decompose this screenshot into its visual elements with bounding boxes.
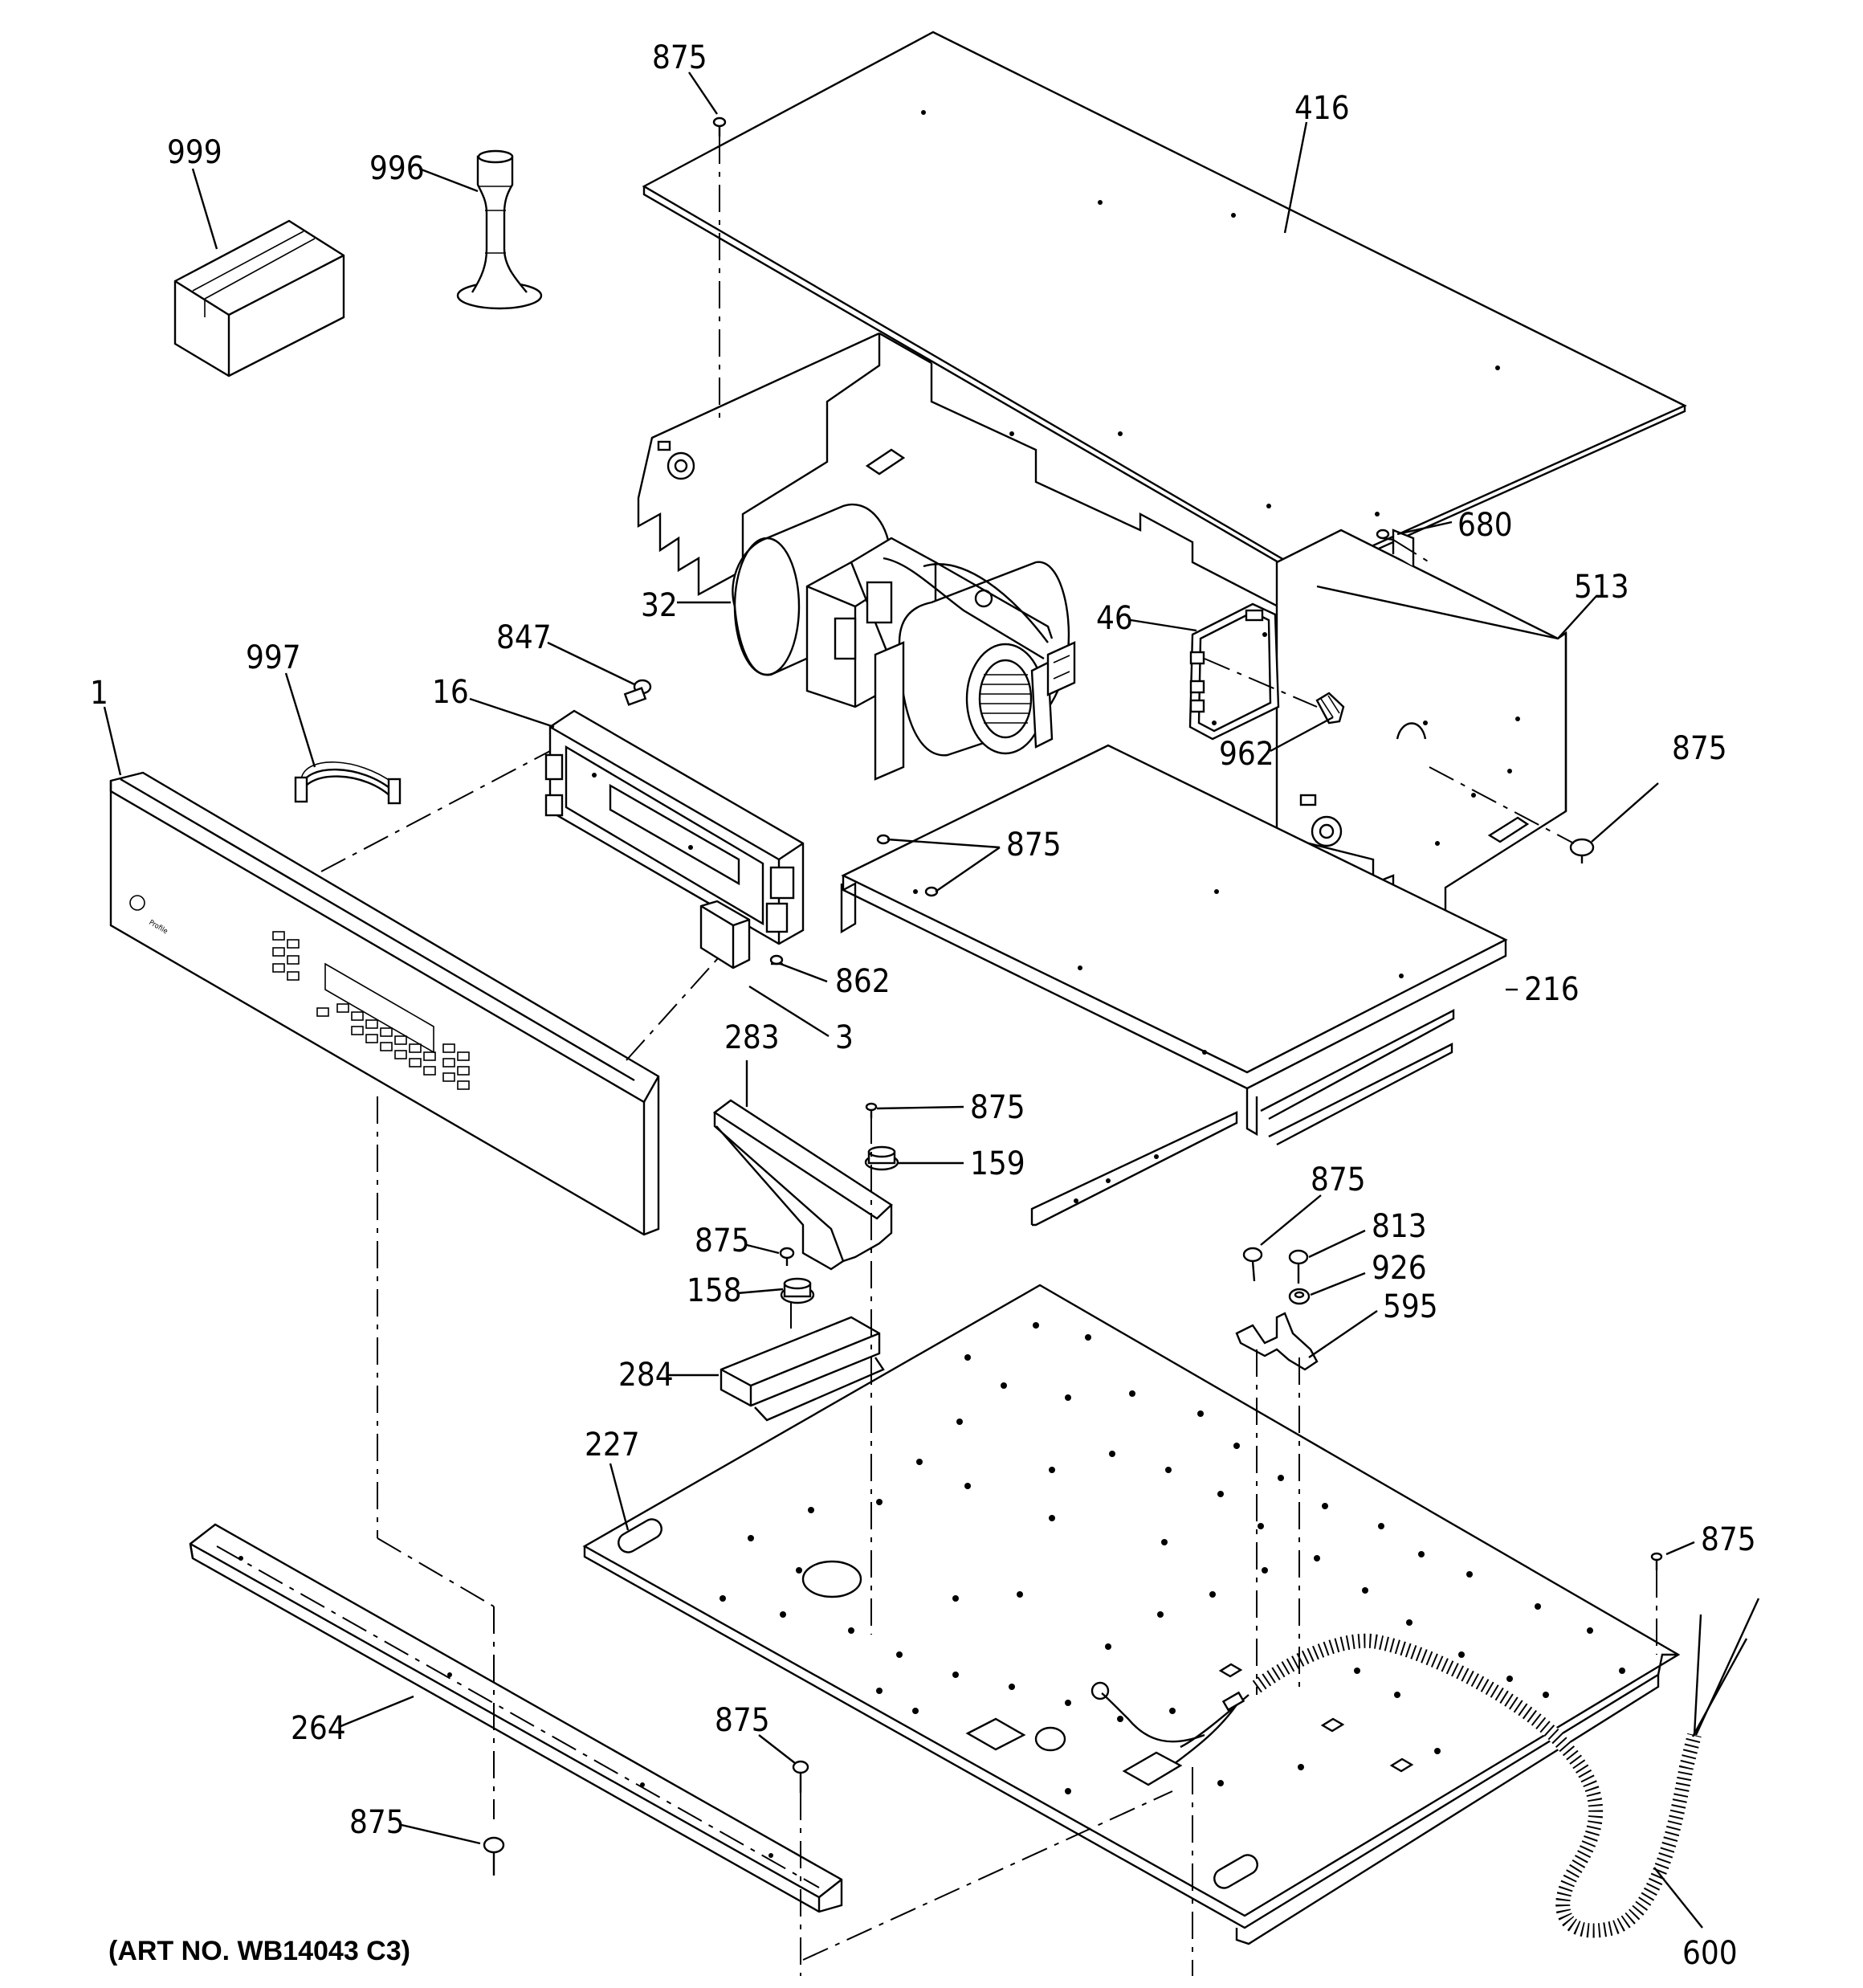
callout-875-top: 875 xyxy=(652,39,707,76)
part-926-nut xyxy=(1288,1288,1311,1305)
callout-labels: 875 416 999 996 680 513 32 46 847 997 1 … xyxy=(90,39,1756,1972)
callout-416: 416 xyxy=(1294,90,1350,127)
callout-996: 996 xyxy=(369,150,425,187)
screw-847 xyxy=(623,679,652,706)
screw-875-right xyxy=(1569,838,1595,863)
callout-813: 813 xyxy=(1372,1208,1427,1245)
leader-lines xyxy=(103,71,1703,1929)
screw-813 xyxy=(1288,1249,1309,1284)
part-3-bracket xyxy=(699,900,751,970)
part-283-shield xyxy=(712,1099,893,1271)
callout-680: 680 xyxy=(1457,507,1513,544)
callout-875-158: 875 xyxy=(695,1223,750,1259)
part-158-thermostat xyxy=(780,1277,815,1304)
callout-216: 216 xyxy=(1524,971,1580,1008)
callout-875-screw: 875 xyxy=(349,1804,405,1841)
callout-875-bottom: 875 xyxy=(715,1702,770,1739)
screw-875-158 xyxy=(779,1247,795,1266)
callout-264: 264 xyxy=(291,1710,346,1747)
callout-997: 997 xyxy=(246,639,301,676)
callout-513: 513 xyxy=(1574,569,1629,606)
callout-875-159: 875 xyxy=(970,1089,1025,1126)
part-416-top-panel xyxy=(642,31,1687,582)
part-216-tray xyxy=(840,744,1508,1227)
screw-875-159 xyxy=(865,1102,878,1118)
callout-3: 3 xyxy=(835,1019,854,1056)
screw-875-mid xyxy=(876,834,939,897)
callout-46: 46 xyxy=(1096,600,1133,637)
callout-32: 32 xyxy=(641,587,678,624)
callout-926: 926 xyxy=(1372,1250,1427,1287)
callout-16: 16 xyxy=(432,674,469,711)
part-999-carton xyxy=(173,219,345,378)
part-32-blower xyxy=(732,504,1076,781)
callout-158: 158 xyxy=(687,1272,742,1309)
part-46-board xyxy=(1188,602,1280,741)
part-1-control-panel: Profile xyxy=(109,771,660,1236)
callout-1: 1 xyxy=(90,675,108,712)
callout-999: 999 xyxy=(167,134,222,171)
part-595-clamp xyxy=(1235,1312,1319,1371)
screw-875-screw xyxy=(483,1836,505,1876)
callout-227: 227 xyxy=(585,1427,640,1463)
screw-862 xyxy=(769,954,784,965)
assembly-lines xyxy=(320,137,1657,1976)
callout-875-hose: 875 xyxy=(1701,1521,1756,1558)
part-996-leg xyxy=(456,149,543,310)
callout-283: 283 xyxy=(724,1019,780,1056)
part-513-wrapper xyxy=(637,332,1567,949)
part-997-ribbon-cable xyxy=(294,761,402,805)
part-284-channel xyxy=(720,1316,885,1422)
part-264-trim-rail xyxy=(189,1523,843,1913)
screw-875-hose xyxy=(1650,1552,1663,1570)
callout-847: 847 xyxy=(496,619,552,656)
screw-875-bottom xyxy=(792,1760,809,1793)
part-962-standoff xyxy=(1315,692,1345,725)
callout-159: 159 xyxy=(970,1145,1025,1182)
part-16-control-module xyxy=(544,709,805,945)
callout-595: 595 xyxy=(1383,1288,1438,1325)
callout-962: 962 xyxy=(1219,736,1274,773)
callout-875-813: 875 xyxy=(1311,1161,1366,1198)
screw-875-top xyxy=(712,116,727,137)
callout-284: 284 xyxy=(618,1357,674,1394)
callout-875-right: 875 xyxy=(1672,730,1727,767)
callout-875-mid: 875 xyxy=(1006,827,1062,863)
callout-600: 600 xyxy=(1682,1935,1738,1972)
screw-680 xyxy=(1376,529,1394,541)
screw-875-813 xyxy=(1242,1247,1263,1282)
part-600-power-cord xyxy=(1090,1598,1760,1938)
callout-862: 862 xyxy=(835,963,891,1000)
art-number: (ART NO. WB14043 C3) xyxy=(108,1936,410,1966)
part-227-base-plate xyxy=(582,1284,1681,1945)
